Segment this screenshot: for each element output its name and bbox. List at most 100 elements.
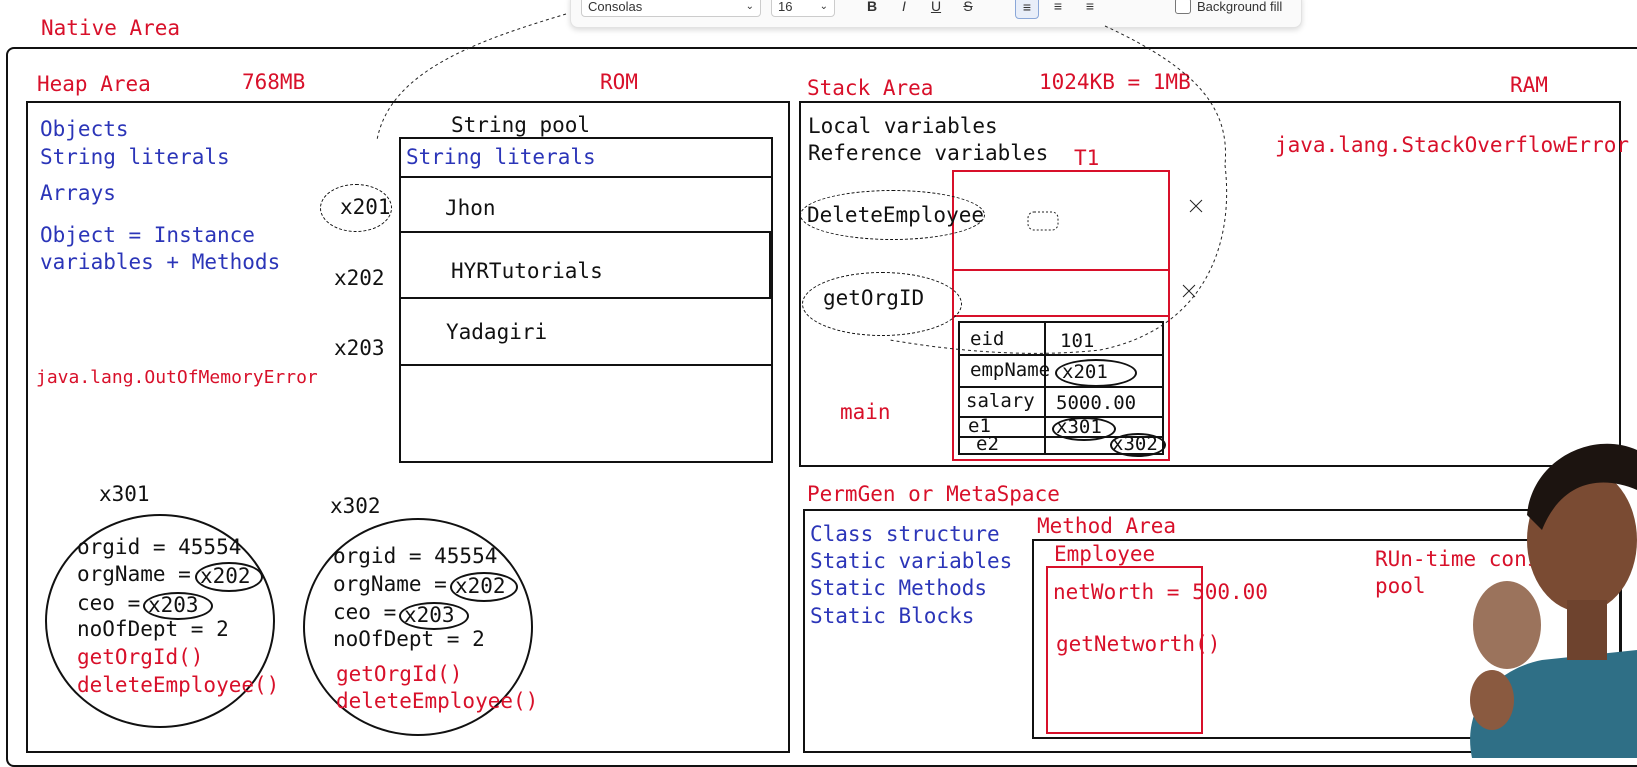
cross-mark: [1182, 284, 1196, 298]
string-pool-address: x202: [334, 266, 385, 290]
class-method: getNetworth(): [1056, 632, 1221, 656]
permgen-item-static-blocks: Static Blocks: [810, 604, 975, 628]
strikethrough-button[interactable]: S: [957, 0, 979, 17]
stack-frame-main-label: main: [840, 400, 891, 424]
reference-oval: [1055, 359, 1137, 387]
align-left-icon: ≡: [1022, 0, 1032, 15]
font-size-value: 16: [778, 0, 793, 14]
address-highlight-oval: [320, 184, 392, 232]
heap-item-objects: Objects: [40, 117, 129, 141]
stack-frame-delete-label: DeleteEmployee: [807, 203, 985, 227]
heap-area-title: Heap Area: [37, 72, 151, 96]
heap-area-box: [26, 101, 790, 753]
object-ceo-ref: x203: [404, 603, 455, 627]
table-var-name: eid: [970, 328, 1005, 350]
object-method: getOrgId(): [77, 645, 204, 669]
object-field-orgid: orgid = 45554: [333, 544, 498, 568]
heap-item-arrays: Arrays: [40, 181, 116, 205]
object-field-orgname: orgName =: [333, 572, 447, 596]
frame-divider: [952, 315, 1170, 317]
object-field-ceo: ceo =: [77, 591, 141, 615]
background-fill-checkbox[interactable]: Background fill: [1175, 0, 1282, 17]
class-name-label: Employee: [1054, 542, 1156, 566]
string-pool-value: Jhon: [445, 196, 496, 220]
object-field-noofdept: noOfDept = 2: [333, 627, 485, 651]
table-var-name: empName: [970, 359, 1051, 381]
object-address: x301: [99, 482, 150, 506]
align-right-icon: ≡: [1085, 0, 1095, 14]
chevron-down-icon: ⌄: [819, 0, 828, 12]
font-family-select[interactable]: Consolas ⌄: [581, 0, 761, 17]
object-field-orgid: orgid = 45554: [77, 535, 242, 559]
underline-icon: U: [930, 0, 942, 14]
object-address: x302: [330, 494, 381, 518]
scribble-mark: [1027, 211, 1059, 231]
heap-item-string-literals: String literals: [40, 145, 230, 169]
object-definition-line1: Object = Instance: [40, 223, 255, 247]
table-divider: [1044, 323, 1046, 453]
table-row-line: [960, 354, 1162, 356]
dashed-arrow: [1104, 25, 1227, 166]
align-left-button[interactable]: ≡: [1015, 0, 1039, 19]
table-var-value: 101: [1060, 330, 1095, 352]
string-pool-value: HYRTutorials: [451, 259, 603, 283]
stack-area-box: [799, 101, 1621, 467]
string-pool-value: Yadagiri: [446, 320, 548, 344]
string-pool-row: HYRTutorials: [399, 231, 773, 299]
object-field-ceo: ceo =: [333, 600, 397, 624]
thread-label: T1: [1074, 146, 1100, 170]
method-area-title: Method Area: [1037, 514, 1177, 538]
underline-button[interactable]: U: [925, 0, 947, 17]
object-circle: [303, 518, 533, 736]
class-box: [1046, 566, 1203, 734]
object-field-noofdept: noOfDept = 2: [77, 617, 229, 641]
stack-line-reference-variables: Reference variables: [808, 141, 1049, 165]
bold-button[interactable]: B: [861, 0, 883, 17]
reference-oval: [1110, 433, 1166, 457]
stack-line-local-variables: Local variables: [808, 114, 998, 138]
italic-icon: I: [902, 0, 906, 14]
italic-button[interactable]: I: [893, 0, 915, 17]
frame-highlight-oval: [800, 190, 985, 240]
object-orgname-ref: x202: [200, 564, 251, 588]
heap-size: 768MB: [242, 70, 306, 94]
align-right-button[interactable]: ≡: [1079, 0, 1101, 17]
chevron-down-icon: ⌄: [745, 0, 754, 12]
string-pool-header: String literals: [406, 145, 596, 169]
object-method: deleteEmployee(): [77, 673, 280, 697]
table-var-name: e1: [968, 415, 991, 437]
stack-memory-type: RAM: [1510, 73, 1548, 97]
align-center-button[interactable]: ≡: [1047, 0, 1069, 17]
method-area-box: [1032, 539, 1622, 739]
permgen-item-static-methods: Static Methods: [810, 576, 988, 600]
bold-icon: B: [866, 0, 878, 14]
permgen-item-class-structure: Class structure: [810, 522, 1000, 546]
table-var-value: x302: [1112, 433, 1158, 455]
heap-memory-type: ROM: [600, 70, 638, 94]
local-variable-table: eid 101 empName x201 salary 5000.00 e1 x…: [958, 321, 1166, 457]
stack-frame-getorg-label: getOrgID: [823, 286, 925, 310]
align-center-icon: ≡: [1053, 0, 1063, 14]
reference-oval: [143, 592, 213, 620]
string-pool-empty-row: [399, 364, 773, 463]
cross-mark: [1189, 199, 1203, 213]
stack-overflow-error: java.lang.StackOverflowError: [1275, 133, 1630, 157]
runtime-pool-line2: pool: [1375, 574, 1426, 598]
class-field: netWorth = 500.00: [1053, 580, 1268, 604]
object-circle: [45, 514, 275, 728]
presenter-webcam-image: [1470, 443, 1637, 758]
permgen-title: PermGen or MetaSpace: [807, 482, 1060, 506]
stack-size: 1024KB = 1MB: [1039, 70, 1191, 94]
permgen-item-static-variables: Static variables: [810, 549, 1013, 573]
reference-oval: [399, 602, 469, 630]
reference-oval: [450, 572, 518, 602]
object-orgname-ref: x202: [455, 574, 506, 598]
dashed-arrow: [376, 13, 567, 141]
reference-oval: [1052, 417, 1116, 441]
font-size-select[interactable]: 16 ⌄: [771, 0, 835, 17]
object-method: deleteEmployee(): [336, 689, 539, 713]
dashed-arrow: [889, 164, 1228, 354]
table-var-value: x201: [1062, 361, 1108, 383]
string-pool-address: x203: [334, 336, 385, 360]
